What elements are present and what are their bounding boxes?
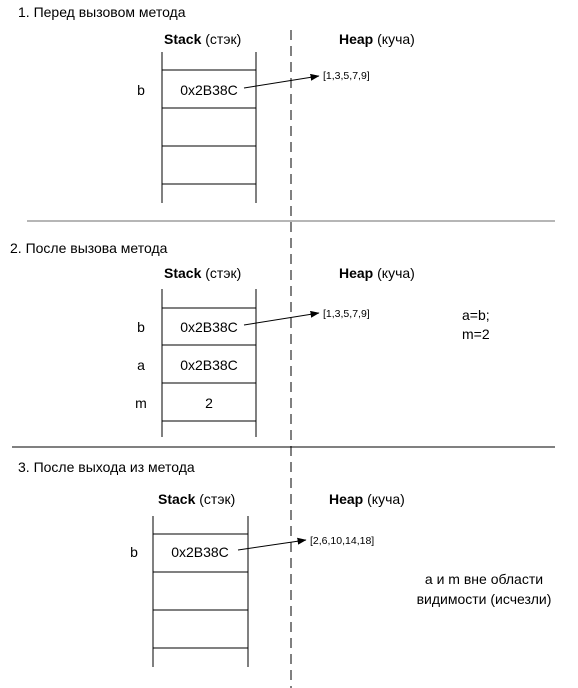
- section-title: 3. После выхода из метода: [18, 459, 195, 475]
- variable-name: a: [137, 357, 145, 373]
- heap-array: [1,3,5,7,9]: [323, 70, 370, 82]
- stack-cell-value: 0x2B38C: [171, 544, 229, 560]
- stack-heading: Stack (стэк): [164, 31, 241, 47]
- section-after-return: 3. После выхода из метода Stack (стэк) H…: [18, 459, 551, 667]
- stack-cell-value: 2: [205, 395, 213, 411]
- stack-cell-value: 0x2B38C: [180, 82, 238, 98]
- stack-heading: Stack (стэк): [158, 491, 235, 507]
- reference-arrow: [243, 73, 320, 89]
- scope-note: a и m вне области: [425, 571, 543, 587]
- variable-name: b: [137, 82, 145, 98]
- variable-name: m: [135, 395, 147, 411]
- assignment-note: m=2: [462, 326, 490, 342]
- heap-heading: Heap (куча): [329, 491, 405, 507]
- section-after-call: 2. После вызова метода Stack (стэк) Heap…: [10, 240, 490, 437]
- heap-array: [2,6,10,14,18]: [310, 535, 374, 547]
- section-title: 1. Перед вызовом метода: [18, 4, 186, 20]
- scope-note: видимости (исчезли): [417, 591, 552, 607]
- stack-frame: [161, 52, 257, 203]
- stack-heading: Stack (стэк): [164, 265, 241, 281]
- stack-cell-value: 0x2B38C: [180, 319, 238, 335]
- section-title: 2. После вызова метода: [10, 240, 168, 256]
- heap-array: [1,3,5,7,9]: [323, 308, 370, 320]
- stack-cell-value: 0x2B38C: [180, 357, 238, 373]
- heap-heading: Heap (куча): [339, 31, 415, 47]
- stack-frame: [152, 516, 249, 667]
- variable-name: b: [137, 319, 145, 335]
- heap-heading: Heap (куча): [339, 265, 415, 281]
- section-before-call: 1. Перед вызовом метода Stack (стэк) Hea…: [18, 4, 415, 203]
- reference-arrow: [243, 310, 320, 326]
- variable-name: b: [130, 544, 138, 560]
- reference-arrow: [237, 537, 307, 551]
- stack-frame: [161, 289, 257, 437]
- assignment-note: a=b;: [462, 307, 490, 323]
